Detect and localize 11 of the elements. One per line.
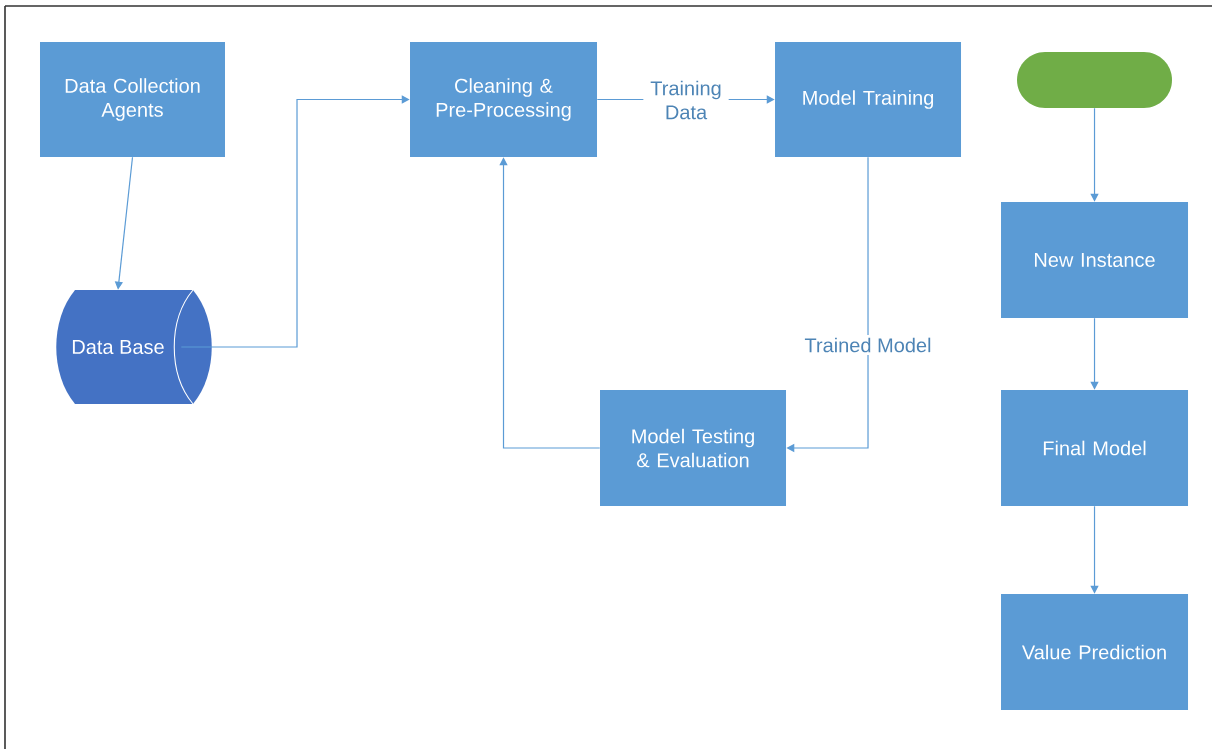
terminal-capsule: [1017, 52, 1172, 108]
process-box: Cleaning & Pre-Processing: [410, 42, 597, 157]
process-box: Model Testing & Evaluation: [600, 390, 786, 506]
edge-label: Trained Model: [801, 335, 935, 355]
edge-label: Training Data: [643, 78, 729, 122]
process-box: Value Prediction: [1001, 594, 1188, 710]
process-box: Data Collection Agents: [40, 42, 225, 157]
process-box: New Instance: [1001, 202, 1188, 318]
database-cylinder: Data Base: [56, 289, 212, 405]
process-box: Model Training: [775, 42, 961, 157]
process-box: Final Model: [1001, 390, 1188, 506]
